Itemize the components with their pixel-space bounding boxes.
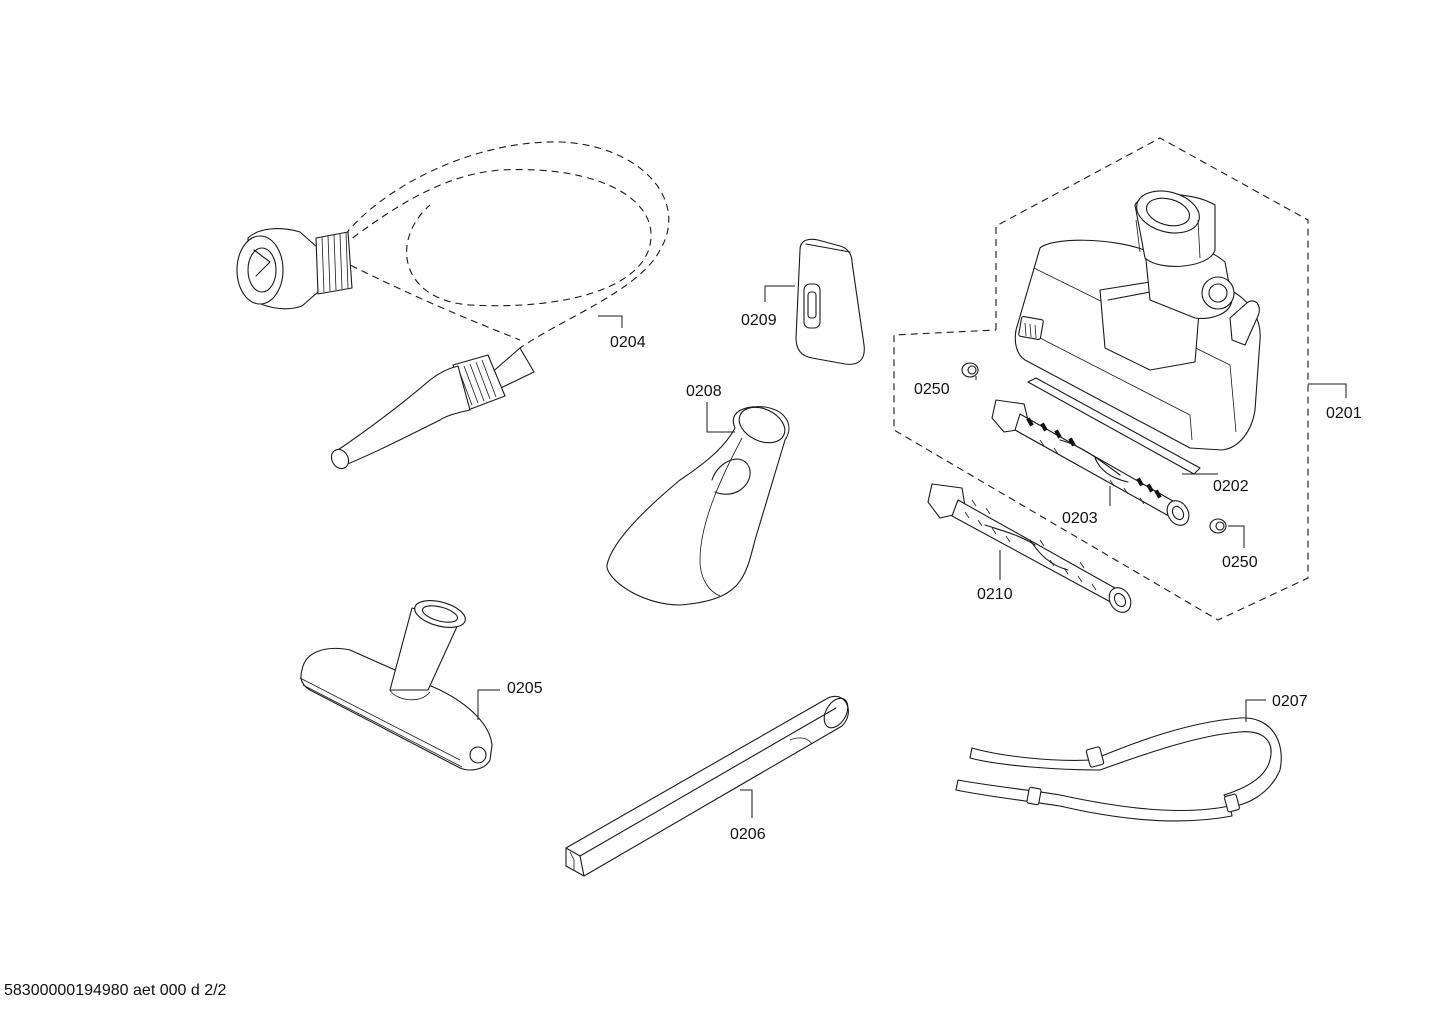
label-0250-bottom: 0250 — [1222, 554, 1258, 571]
part-0207-strap — [955, 717, 1282, 822]
label-0209: 0209 — [741, 312, 777, 329]
label-0210: 0210 — [977, 586, 1013, 603]
label-0208: 0208 — [686, 383, 722, 400]
part-0205-nozzle — [299, 600, 493, 771]
part-0201-brush-head — [1014, 190, 1261, 451]
leader-lines — [477, 285, 1347, 818]
label-0207: 0207 — [1272, 693, 1308, 710]
part-0203-brush-roller — [991, 399, 1190, 526]
part-0208-nozzle — [606, 406, 790, 606]
part-labels: 0204 0209 0208 0201 0202 0203 0250 0250 … — [507, 312, 1362, 843]
part-0204-hose — [236, 141, 670, 470]
label-0206: 0206 — [730, 826, 766, 843]
part-0206-crevice-tool — [565, 695, 849, 877]
part-0202-strip — [1027, 377, 1201, 475]
group-0201-outline — [893, 137, 1309, 621]
part-0209-clip — [795, 238, 865, 365]
label-0202: 0202 — [1213, 478, 1249, 495]
label-0205: 0205 — [507, 680, 543, 697]
label-0204: 0204 — [610, 334, 646, 351]
part-0250-bushing-bottom — [1209, 518, 1227, 534]
label-0201: 0201 — [1326, 405, 1362, 422]
part-0210-brush-roller — [927, 483, 1132, 613]
label-0250-top: 0250 — [914, 381, 950, 398]
label-0203: 0203 — [1062, 510, 1098, 527]
document-id: 58300000194980 aet 000 d 2/2 — [4, 982, 227, 999]
part-0250-bushing-top — [961, 362, 979, 378]
